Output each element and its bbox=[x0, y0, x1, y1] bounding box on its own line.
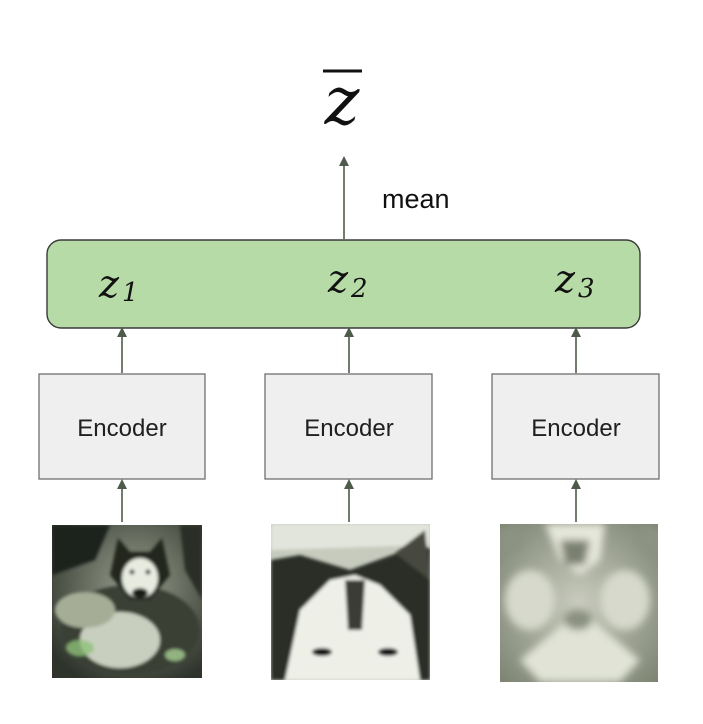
input-image-3 bbox=[500, 524, 658, 682]
latent-z3-subscript: 3 bbox=[578, 274, 595, 304]
latent-z1: z 1 bbox=[98, 262, 139, 308]
latent-z2-subscript: 2 bbox=[350, 274, 368, 304]
latent-z1-subscript: 1 bbox=[122, 278, 139, 308]
latent-z3: z 3 bbox=[554, 257, 595, 304]
input-image-2 bbox=[271, 524, 430, 680]
latent-z3-symbol: z bbox=[554, 257, 576, 301]
encoder-3: Encoder bbox=[491, 373, 660, 480]
encoder-1: Encoder bbox=[38, 373, 206, 480]
output-latent-symbol: z bbox=[323, 63, 362, 140]
output-z: z bbox=[324, 63, 361, 140]
encoder-2: Encoder bbox=[264, 373, 433, 480]
encoder-2-label: Encoder bbox=[304, 415, 393, 442]
latent-z2-symbol: z bbox=[327, 257, 349, 301]
latent-box bbox=[46, 239, 641, 329]
encoder-1-label: Encoder bbox=[77, 415, 166, 442]
latent-z2: z 2 bbox=[327, 257, 368, 304]
input-image-1 bbox=[52, 525, 202, 678]
mean-label: mean bbox=[382, 184, 450, 214]
latent-z1-symbol: z bbox=[98, 262, 120, 306]
encoder-3-label: Encoder bbox=[531, 415, 620, 442]
